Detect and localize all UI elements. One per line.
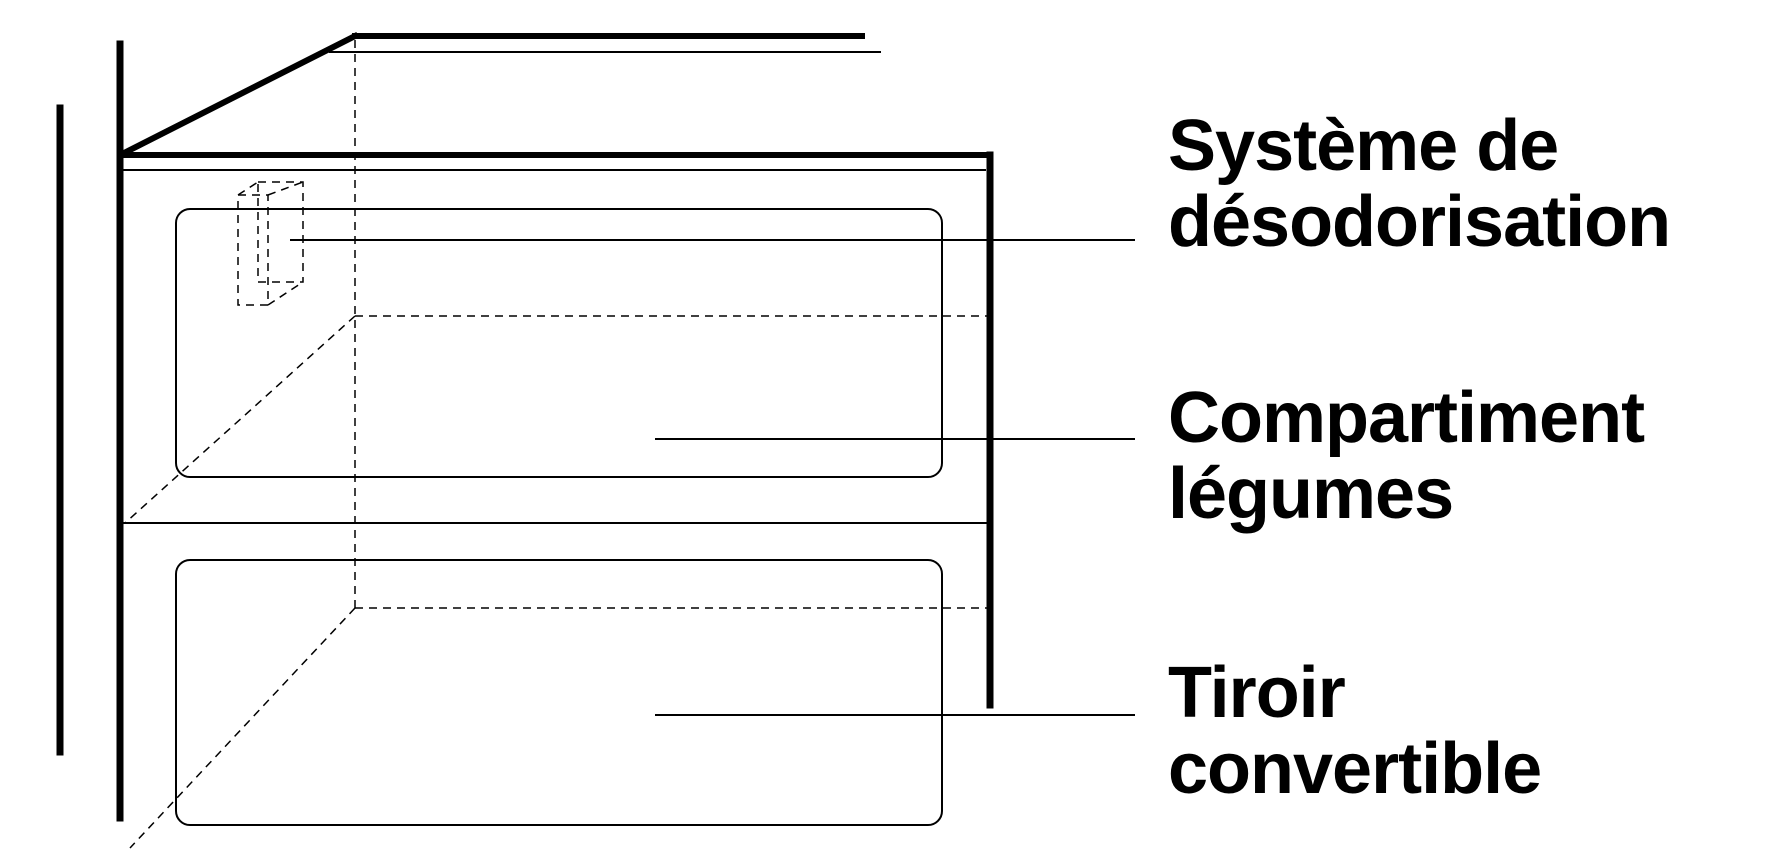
label-line-1: Tiroir [1168,653,1346,733]
label-line-2: désodorisation [1168,182,1671,262]
deodorizer-box [237,181,304,306]
label-line-1: Système de [1168,106,1559,186]
label-line-1: Compartiment [1168,378,1645,458]
label-line-2: convertible [1168,729,1542,809]
label-convertible-drawer: Tiroir convertible [1168,653,1542,809]
label-deodorization-system: Système de désodorisation [1168,106,1671,262]
label-vegetable-compartment: Compartiment légumes [1168,378,1645,534]
hidden-diagonal-lower [129,607,356,849]
hidden-diagonal-upper [124,315,356,524]
vegetable-compartment [175,208,943,478]
top-diagonal [117,31,360,159]
label-line-2: légumes [1168,454,1454,534]
convertible-drawer [175,559,943,826]
